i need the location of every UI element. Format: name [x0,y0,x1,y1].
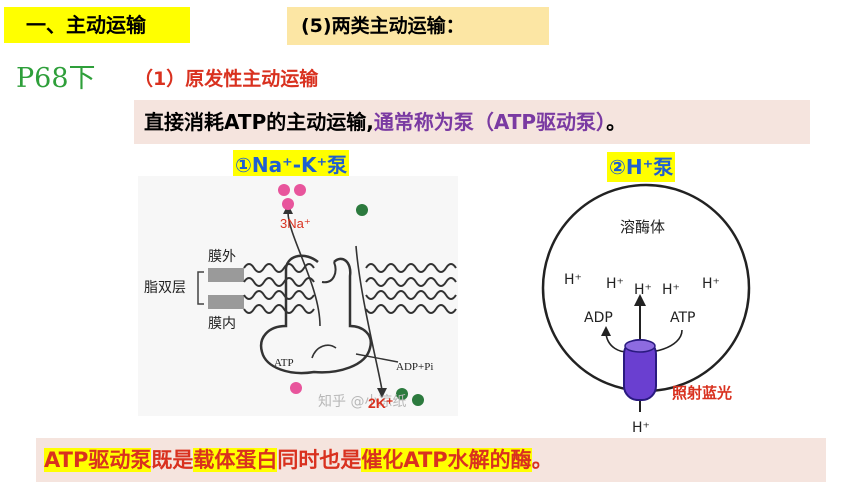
atp-label: ATP [274,357,294,369]
pump-top [624,339,656,353]
definition-box: 直接消耗ATP的主动运输,通常称为泵（ATP驱动泵）。 [134,100,810,144]
sodium-ion [278,184,290,196]
subtopic-title: (5)两类主动运输： [287,7,549,45]
subheading: （1）原发性主动运输 [134,68,319,90]
adp-pi-label: ADP+Pi [396,361,433,373]
membrane-outside-label: 膜外 [208,249,236,265]
blue-light-label: 照射蓝光 [672,384,732,402]
potassium-ion [412,394,424,406]
proton-label: H⁺ [662,282,680,298]
potassium-ion-label: 2K⁺ [368,395,393,411]
proton-pump-diagram: 溶酶体 H⁺ H⁺ H⁺ H⁺ H⁺ ADP ATP 照射蓝光 H⁺ [541,183,751,436]
definition-part1: 直接消耗ATP的主动运输, [144,110,374,134]
conclusion-end: 。 [531,448,553,472]
arrowhead [601,326,611,336]
potassium-entry-arrow [355,245,383,391]
diagram-background [138,176,458,416]
sodium-ion-label: 3Na⁺ [280,216,311,231]
proton-label: H⁺ [634,282,652,298]
membrane-inside-label: 膜内 [208,316,236,332]
conclusion-text: 同时也是 [277,448,362,472]
pump2-label: ②H⁺泵 [607,152,676,182]
bilayer-bracket [197,271,204,305]
definition-part2: 通常称为泵（ATP驱动泵） [373,110,607,134]
lipid-bilayer-label: 脂双层 [144,280,186,296]
adp-arrow [355,353,399,363]
sodium-ion [290,382,302,394]
conclusion-carrier: 载体蛋白 [193,448,278,472]
conclusion-text: 既是 [151,448,194,472]
lipid-bilayer [208,263,457,314]
sodium-ion [282,198,294,210]
sodium-exit-arrow [287,211,321,327]
page-reference: P68下 [16,63,96,94]
sodium-ion [294,184,306,196]
adp-label: ADP [584,310,613,326]
pump-protein [259,254,373,375]
proton-label: H⁺ [564,272,582,288]
potassium-ion [356,204,368,216]
conclusion-enzyme: 催化ATP水解的酶 [361,448,532,472]
potassium-arrowhead [377,388,387,398]
proton-label: H⁺ [632,420,650,436]
section-title: 一、主动运输 [4,7,190,43]
watermark: 知乎 @小凉纸 [318,393,406,410]
sodium-potassium-pump-diagram: 3Na⁺ 膜外 脂双层 膜内 ATP ADP+Pi 知乎 @小凉纸 2K⁺ [138,176,458,416]
arrowhead [634,294,646,306]
atp-arrow [311,344,337,359]
definition-part3: 。 [606,110,627,134]
pump-channel [321,261,337,284]
lysosome-label: 溶酶体 [620,218,665,236]
pump1-label: ①Na⁺-K⁺泵 [233,150,350,180]
proton-label: H⁺ [606,276,624,292]
atp-label: ATP [670,310,695,326]
conclusion-pump: ATP驱动泵 [44,448,152,472]
potassium-ion [396,388,408,400]
proton-label: H⁺ [702,276,720,292]
conclusion-box: ATP驱动泵既是载体蛋白同时也是催化ATP水解的酶。 [36,438,826,482]
